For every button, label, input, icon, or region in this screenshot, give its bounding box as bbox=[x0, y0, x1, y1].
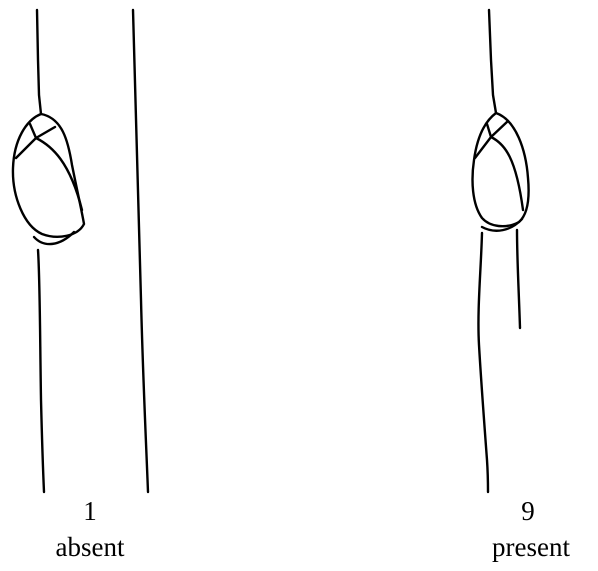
state-number-present: 9 bbox=[468, 496, 588, 526]
stem-upper-left bbox=[37, 10, 41, 114]
bud-outline-right bbox=[473, 113, 529, 226]
bud-scale-lines-right bbox=[475, 121, 523, 210]
stem-upper-right bbox=[489, 10, 496, 113]
stem-lower-left bbox=[38, 250, 44, 492]
state-label-present: present bbox=[471, 532, 591, 562]
figure-absent bbox=[13, 10, 148, 492]
bud-outline-left bbox=[13, 114, 84, 237]
state-number-absent: 1 bbox=[30, 496, 150, 526]
stem-right-of-left-figure bbox=[133, 10, 148, 492]
leaf-scar-right bbox=[482, 219, 522, 231]
state-label-absent: absent bbox=[30, 532, 150, 562]
figure-present bbox=[473, 10, 529, 492]
decurrent-ridge-right bbox=[517, 230, 520, 328]
stem-lower-right bbox=[478, 233, 488, 492]
